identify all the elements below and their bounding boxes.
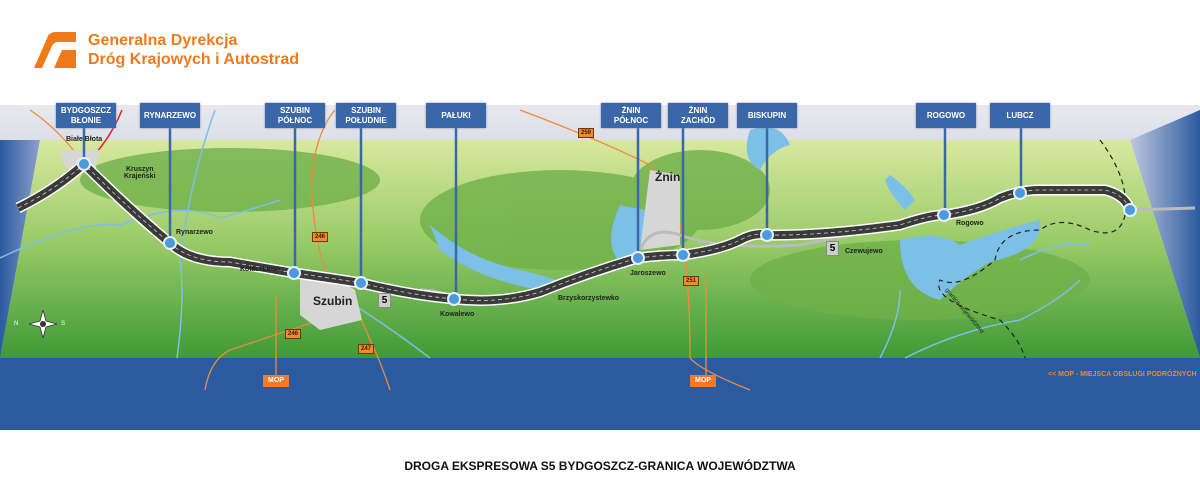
town-szubin: Szubin xyxy=(313,294,353,308)
junction-label-znin-polnoc[interactable]: ŻNIN PÓŁNOC xyxy=(601,103,661,128)
expressway-number-sign: 5 xyxy=(378,293,391,308)
compass-n: N xyxy=(14,321,19,327)
expressway-lane-marking xyxy=(17,163,1131,301)
town-znin: Żnin xyxy=(655,170,681,184)
compass-s: S xyxy=(61,321,66,327)
junction-label-rynarzewo[interactable]: RYNARZEWO xyxy=(140,103,200,128)
town-rogowo: Rogowo xyxy=(956,220,984,227)
junction-label-bydgoszcz-blonie[interactable]: BYDGOSZCZ BŁONIE xyxy=(56,103,116,128)
town-rynarzewo: Rynarzewo xyxy=(176,229,213,236)
town-jaroszewo: Jaroszewo xyxy=(630,270,666,277)
mop-legend: << MOP - MIEJSCA OBSŁUGI PODRÓŻNYCH xyxy=(1048,371,1197,378)
junction-pointer-lines xyxy=(82,128,1023,294)
road-number-247: 247 xyxy=(358,344,375,354)
town-kolaczkowo: Kołaczkowo xyxy=(240,266,281,273)
junction-label-znin-zachod[interactable]: ŻNIN ZACHÓD xyxy=(668,103,728,128)
junction-label-szubin-poludnie[interactable]: SZUBIN POŁUDNIE xyxy=(336,103,396,128)
junction-label-biskupin[interactable]: BISKUPIN xyxy=(737,103,797,128)
map-caption: DROGA EKSPRESOWA S5 BYDGOSZCZ-GRANICA WO… xyxy=(404,459,796,473)
town-brzyskorzystewko: Brzyskorzystewko xyxy=(558,295,620,302)
junction-label-lubcz[interactable]: LUBCZ xyxy=(990,103,1050,128)
road-number-246-south: 246 xyxy=(285,329,302,339)
junction-label-paluki[interactable]: PAŁUKI xyxy=(426,103,486,128)
voivodeship-boundary xyxy=(938,139,1127,359)
junction-label-rogowo[interactable]: ROGOWO xyxy=(916,103,976,128)
base-band xyxy=(0,358,1200,430)
town-czewujewo: Czewujewo xyxy=(845,248,883,255)
town-biale-blota: Białe Błota xyxy=(66,136,103,143)
junction-label-szubin-polnoc[interactable]: SZUBIN PÓŁNOC xyxy=(265,103,325,128)
expressway-number-sign-east: 5 xyxy=(826,241,839,256)
road-number-246: 246 xyxy=(312,232,329,242)
gddkia-logo-icon xyxy=(34,32,76,68)
town-kowalewo: Kowalewo xyxy=(440,311,475,318)
mop-marker-znin[interactable]: MOP xyxy=(690,375,716,387)
road-number-251: 251 xyxy=(683,276,700,286)
mop-marker-szubin[interactable]: MOP xyxy=(263,375,289,387)
logo-line2: Dróg Krajowych i Autostrad xyxy=(88,51,299,68)
junction-markers xyxy=(77,157,1137,306)
road-number-259: 259 xyxy=(578,128,595,138)
route-map: granica województwa xyxy=(0,105,1200,430)
logo-line1: Generalna Dyrekcja xyxy=(88,32,238,49)
compass-rose-icon xyxy=(29,310,57,338)
town-kruszyn: Kruszyn Krajeński xyxy=(124,166,156,180)
